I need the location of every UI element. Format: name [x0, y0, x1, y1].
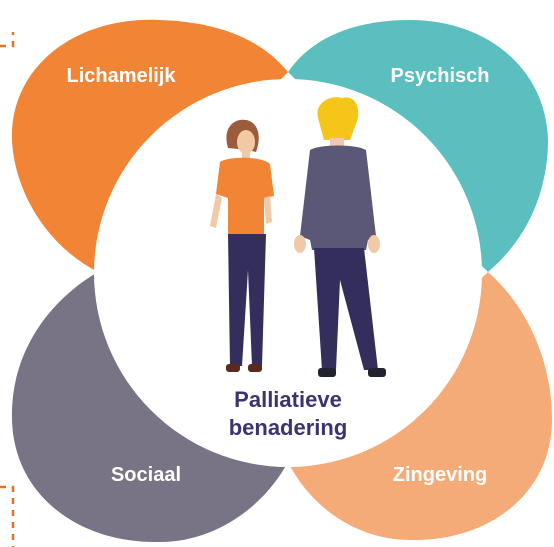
label-zingeving: Zingeving	[393, 464, 487, 486]
label-lichamelijk: Lichamelijk	[67, 65, 177, 87]
label-sociaal: Sociaal	[111, 464, 181, 486]
dashed-accent-top-left	[0, 32, 15, 48]
man-figure-icon	[294, 97, 386, 377]
center-label-line1: Palliatieve	[234, 387, 342, 412]
center-label-line2: benadering	[229, 415, 348, 440]
woman-figure-icon	[210, 119, 274, 372]
label-psychisch: Psychisch	[391, 65, 490, 87]
dashed-accent-bottom-left	[0, 485, 15, 547]
